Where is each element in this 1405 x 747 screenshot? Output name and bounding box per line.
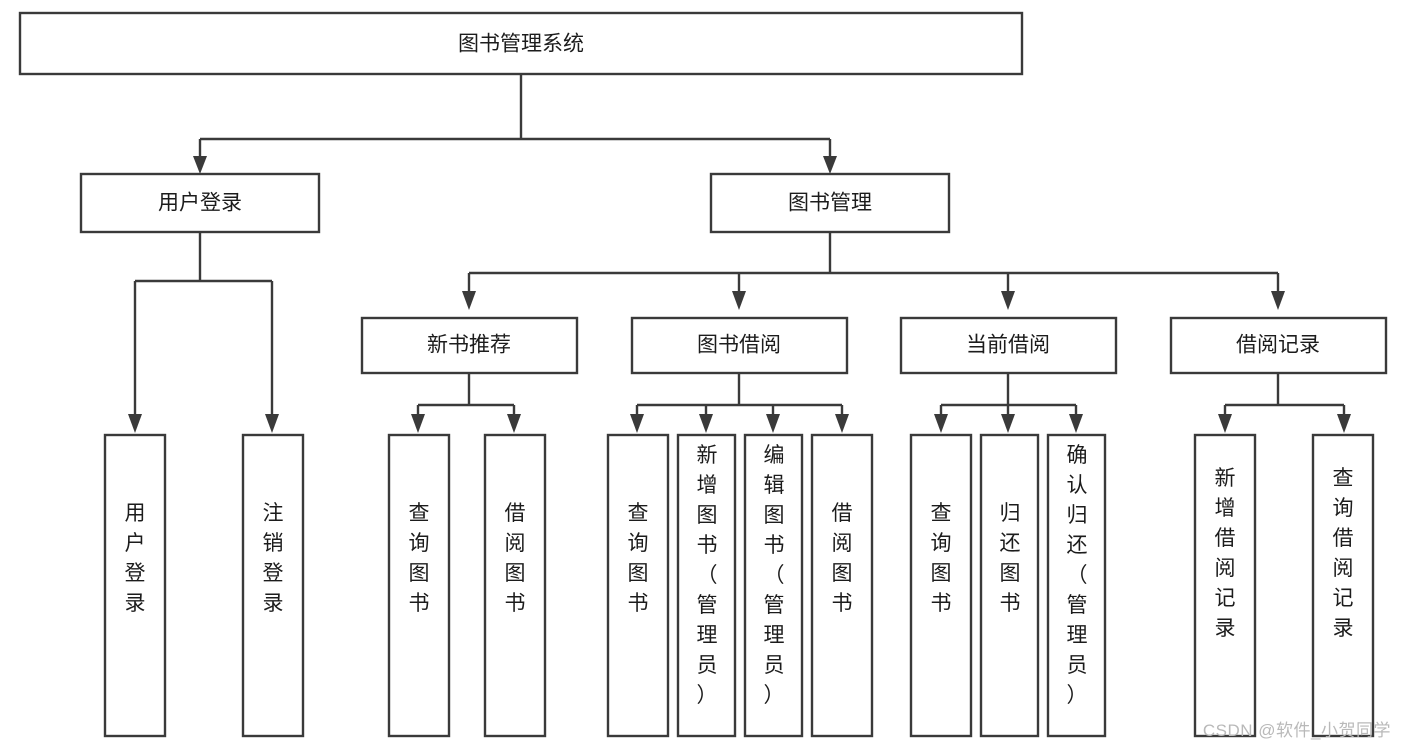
arrowhead-leaf-5 xyxy=(699,414,713,433)
edge-root-bus xyxy=(198,74,832,160)
node-book-borrow[interactable]: 图书借阅 xyxy=(630,316,849,375)
arrowhead-leaf-9 xyxy=(1001,414,1015,433)
arrowhead-current-borrow xyxy=(1001,291,1015,310)
leaf-node-add-book[interactable]: 新增图书（管理员） xyxy=(676,433,737,738)
leaf-11-label: 新增借阅记录 xyxy=(1215,467,1236,640)
arrowhead-leaf-11 xyxy=(1218,414,1232,433)
edge-userlogin-bus xyxy=(133,232,274,417)
arrowhead-leaf-10 xyxy=(1069,414,1083,433)
arrowhead-new-book xyxy=(462,291,476,310)
leaf-node-borrow-book-a[interactable]: 借阅图书 xyxy=(483,433,547,738)
node-root-label: 图书管理系统 xyxy=(458,33,584,56)
arrowhead-user-login xyxy=(193,156,207,174)
node-current-borrow-label: 当前借阅 xyxy=(966,334,1050,357)
leaf-4-label: 查询图书 xyxy=(628,502,649,615)
node-user-login[interactable]: 用户登录 xyxy=(79,172,321,234)
node-current-borrow[interactable]: 当前借阅 xyxy=(899,316,1118,375)
arrowhead-book-manage xyxy=(823,156,837,174)
arrowhead-leaf-7 xyxy=(835,414,849,433)
leaf-node-query-book-c[interactable]: 查询图书 xyxy=(909,433,973,738)
edge-bookmanage-bus xyxy=(467,232,1280,294)
node-book-manage-label: 图书管理 xyxy=(788,192,872,215)
leaf-8-label: 查询图书 xyxy=(931,502,952,615)
leaf-3-label: 借阅图书 xyxy=(505,502,526,615)
arrowhead-leaf-4 xyxy=(630,414,644,433)
leaf-5-label: 新增图书（管理员） xyxy=(697,444,718,707)
leaf-node-query-borrow-record[interactable]: 查询借阅记录 xyxy=(1311,433,1375,738)
node-user-login-label: 用户登录 xyxy=(158,192,242,215)
edge-bookborrow-bus xyxy=(635,373,844,417)
leaf-node-return-book[interactable]: 归还图书 xyxy=(979,433,1040,738)
leaf-node-add-borrow-record[interactable]: 新增借阅记录 xyxy=(1193,433,1257,738)
leaf-12-label: 查询借阅记录 xyxy=(1333,467,1354,640)
leaf-node-confirm-return[interactable]: 确认归还（管理员） xyxy=(1046,433,1107,738)
arrowhead-leaf-0 xyxy=(128,414,142,433)
leaf-7-label: 借阅图书 xyxy=(832,502,853,615)
node-borrow-record-label: 借阅记录 xyxy=(1236,334,1320,357)
arrowhead-leaf-2 xyxy=(411,414,425,433)
edge-currentborrow-bus xyxy=(939,373,1078,417)
leaf-0-label: 用户登录 xyxy=(125,502,146,615)
edge-borrowrecord-bus xyxy=(1223,373,1346,417)
edge-newbook-bus xyxy=(416,373,516,417)
node-new-book-recommend[interactable]: 新书推荐 xyxy=(360,316,579,375)
leaf-10-label: 确认归还（管理员） xyxy=(1067,444,1088,707)
arrowhead-borrow-record xyxy=(1271,291,1285,310)
leaf-node-user-login[interactable]: 用户登录 xyxy=(103,433,167,738)
leaf-node-borrow-book-b[interactable]: 借阅图书 xyxy=(810,433,874,738)
node-borrow-record[interactable]: 借阅记录 xyxy=(1169,316,1388,375)
leaf-node-query-book-a[interactable]: 查询图书 xyxy=(387,433,451,738)
node-root[interactable]: 图书管理系统 xyxy=(18,11,1024,76)
leaf-9-label: 归还图书 xyxy=(1000,502,1021,615)
arrowhead-book-borrow xyxy=(732,291,746,310)
leaf-2-label: 查询图书 xyxy=(409,502,430,615)
leaf-node-logout[interactable]: 注销登录 xyxy=(241,433,305,738)
arrowhead-leaf-3 xyxy=(507,414,521,433)
csdn-watermark: CSDN @软件_小贺同学 xyxy=(1202,721,1391,740)
arrowhead-leaf-8 xyxy=(934,414,948,433)
node-book-manage[interactable]: 图书管理 xyxy=(709,172,951,234)
leaf-node-query-book-b[interactable]: 查询图书 xyxy=(606,433,670,738)
leaf-6-label: 编辑图书（管理员） xyxy=(764,444,785,707)
arrowhead-leaf-6 xyxy=(766,414,780,433)
connector-layer xyxy=(128,74,1351,433)
leaf-node-edit-book[interactable]: 编辑图书（管理员） xyxy=(743,433,804,738)
node-new-book-recommend-label: 新书推荐 xyxy=(427,334,511,357)
arrowhead-leaf-12 xyxy=(1337,414,1351,433)
arrowhead-leaf-1 xyxy=(265,414,279,433)
node-book-borrow-label: 图书借阅 xyxy=(697,334,781,357)
leaf-1-label: 注销登录 xyxy=(263,502,284,615)
